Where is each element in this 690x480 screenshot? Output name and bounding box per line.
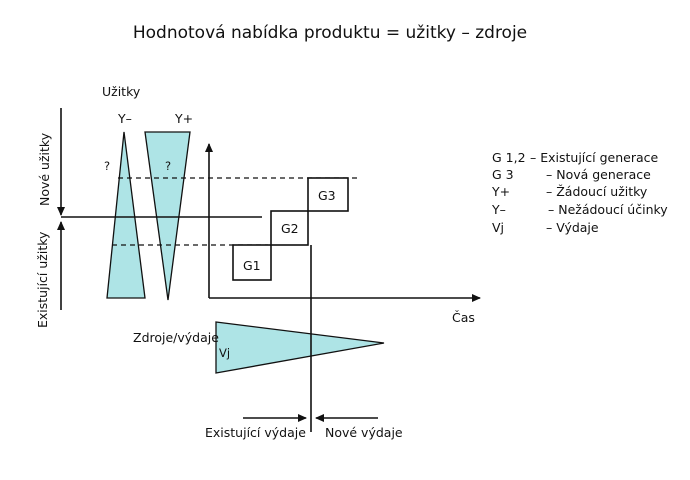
- y-plus-triangle: [144, 131, 191, 301]
- q-mark-left: ?: [104, 159, 110, 173]
- existujici-uzitky-label: Existující užitky: [35, 231, 50, 328]
- legend-text: – Výdaje: [546, 220, 599, 235]
- generation-g3-box: [307, 177, 349, 212]
- generation-g1-box: [232, 244, 272, 281]
- cas-label: Čas: [452, 310, 475, 325]
- legend-text: – Žádoucí užitky: [546, 184, 648, 199]
- legend-key: Vj: [492, 220, 504, 235]
- uzitky-label: Užitky: [102, 84, 141, 99]
- y-plus-label: Y+: [174, 111, 193, 126]
- legend-text: – Existující generace: [530, 150, 659, 165]
- vydaje-triangle: [215, 321, 385, 374]
- legend-key: Y–: [491, 202, 506, 217]
- legend-key: G 3: [492, 167, 514, 182]
- generation-g1-label: G1: [243, 258, 261, 273]
- generation-g3-label: G3: [318, 188, 336, 203]
- generation-g2-label: G2: [281, 221, 299, 236]
- legend-key: Y+: [491, 184, 510, 199]
- legend-key: G 1,2: [492, 150, 526, 165]
- y-minus-label: Y–: [117, 111, 132, 126]
- legend-text: – Nová generace: [546, 167, 651, 182]
- legend: G 1,2 – Existující generace G 3 – Nová g…: [491, 150, 668, 235]
- diagram-title: Hodnotová nabídka produktu = užitky – zd…: [133, 23, 527, 43]
- q-mark-right: ?: [165, 159, 171, 173]
- existujici-vydaje-label: Existující výdaje: [205, 425, 306, 440]
- legend-text: – Nežádoucí účinky: [548, 202, 668, 217]
- zdroje-vydaje-label: Zdroje/výdaje: [133, 330, 219, 345]
- generation-g2-box: [270, 210, 309, 246]
- nove-vydaje-label: Nové výdaje: [325, 425, 403, 440]
- vj-label: Vj: [219, 346, 230, 360]
- nove-uzitky-label: Nové užitky: [37, 132, 52, 206]
- y-minus-triangle: [106, 131, 146, 299]
